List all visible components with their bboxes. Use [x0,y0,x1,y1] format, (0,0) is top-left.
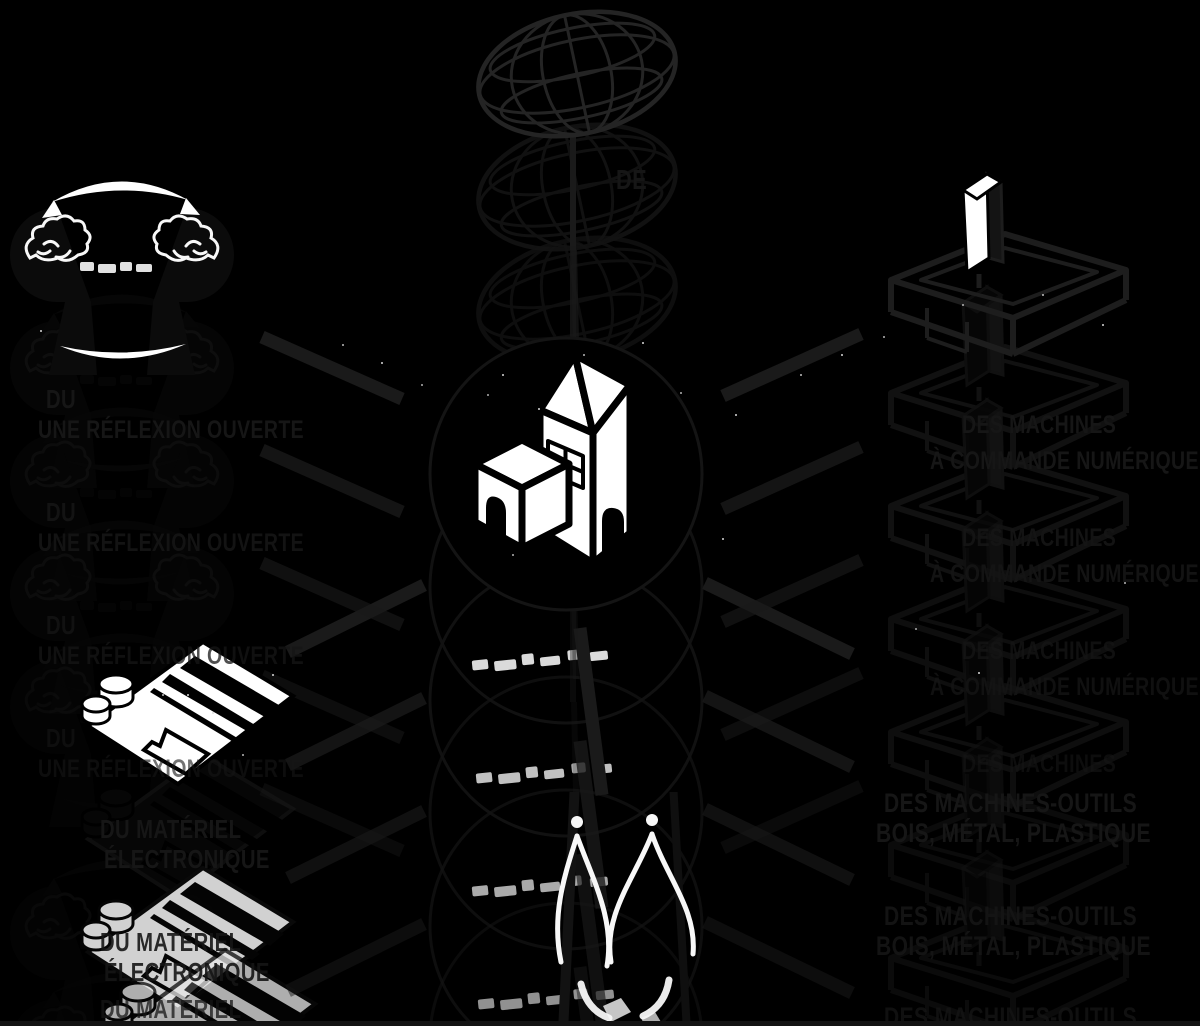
ghost-label: DES MACHINES-OUTILS [884,1002,1138,1026]
ghost-label: À COMMANDE NUMÉRIQUE [930,673,1199,701]
ghost-label: UNE RÉFLEXION OUVERTE [38,755,305,783]
label-reseau-fragment: DE [616,164,648,195]
ghost-label: DU [46,723,77,753]
globe-icon [466,2,688,152]
bottom-strip [0,1021,1200,1026]
ghost-label: UNE RÉFLEXION OUVERTE [38,529,305,557]
ghost-label: DU [46,610,77,640]
fablab-buildings-icon [428,336,704,612]
ghost-label: À COMMANDE NUMÉRIQUE [930,560,1199,588]
ghost-label: DU MATÉRIEL [100,927,242,957]
ghost-label: DU [46,497,77,527]
label-reflexion-line2: UNE RÉFLEXION OUVERTE [38,416,305,444]
label-machines-cn-line2: À COMMANDE NUMÉRIQUE [930,447,1199,475]
ghost-label: DES MACHINES [962,750,1117,778]
ghost-label: DU MATÉRIEL [100,994,242,1024]
scissors-icon [558,782,694,1026]
ghost-label: DES MACHINES [962,637,1117,665]
label-outils-line2: BOIS, MÉTAL, PLASTIQUE [876,818,1151,848]
speckle-noise [40,330,42,332]
label-reflexion-line1: DU [46,384,77,414]
label-materiel-line2: ÉLECTRONIQUE [104,844,270,874]
cnc-machine-icon [891,174,1126,354]
ghost-label: DES MACHINES-OUTILS [884,901,1138,931]
ghost-label: UNE RÉFLEXION OUVERTE [38,642,305,670]
label-outils-line1: DES MACHINES-OUTILS [884,788,1138,818]
label-machines-cn-line1: DES MACHINES [962,411,1117,439]
label-materiel-line1: DU MATÉRIEL [100,814,242,844]
ghost-label: BOIS, MÉTAL, PLASTIQUE [876,931,1151,961]
ghost-label: DES MACHINES [962,524,1117,552]
ghost-label: ÉLECTRONIQUE [104,957,270,987]
brains-exchange-icon [9,181,235,375]
